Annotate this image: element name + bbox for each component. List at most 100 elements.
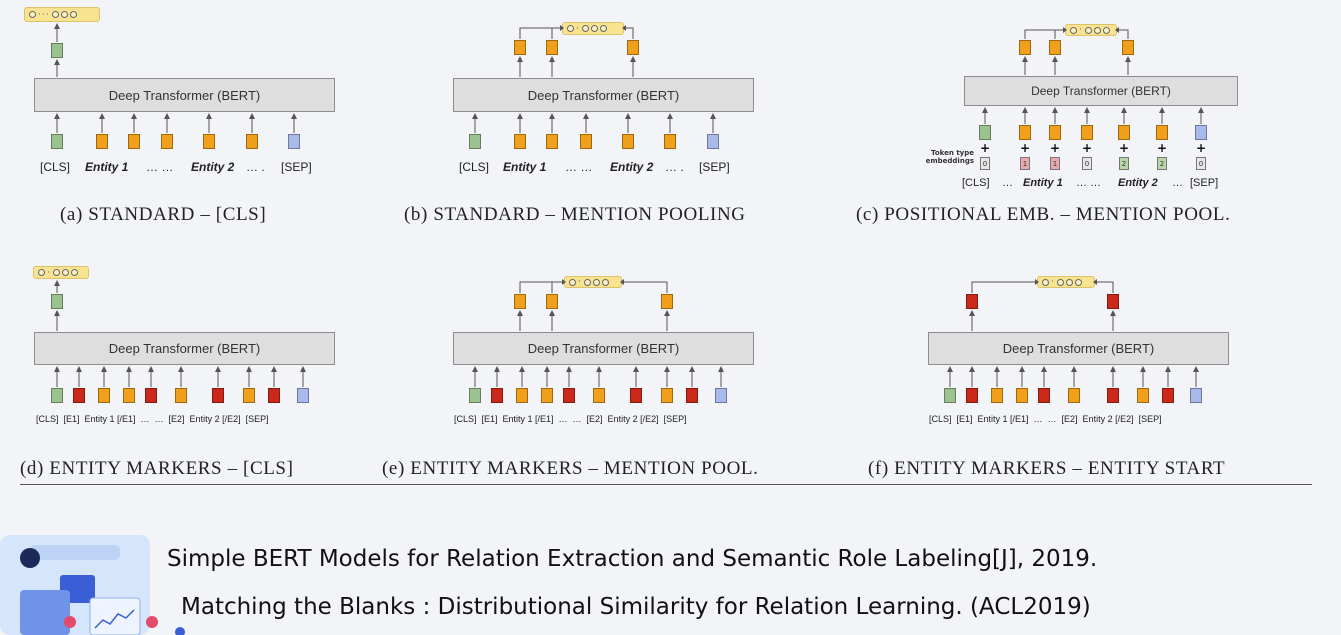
entity-token-square [98, 388, 110, 403]
plus-icon: + [1020, 141, 1031, 155]
transformer-label: Deep Transformer (BERT) [108, 341, 261, 356]
token-cls: [CLS] [962, 177, 990, 189]
entity-2-label: Entity 2 [610, 160, 654, 174]
transformer-box: Deep Transformer (BERT) [453, 78, 754, 112]
token-entity-1: Entity 1 [1023, 177, 1063, 189]
entity-token-square [1068, 388, 1080, 403]
entity-start-square [1107, 294, 1119, 309]
plus-icon: + [1082, 141, 1093, 155]
entity-token-square [128, 134, 140, 149]
marker-token-square [1107, 388, 1119, 403]
output-vector: ··· [24, 7, 100, 22]
token-sequence: [CLS] [E1] Entity 1 [/E1] … … [E2] Entit… [454, 414, 687, 424]
entity-token-square [96, 134, 108, 149]
caption-e: (e) ENTITY MARKERS – MENTION POOL. [382, 458, 758, 480]
entity-token-square [1019, 125, 1031, 140]
entity-token-square [246, 134, 258, 149]
sep-token-square [288, 134, 300, 149]
cls-output-square [51, 294, 63, 309]
marker-token-square [491, 388, 503, 403]
entity-token-square [593, 388, 605, 403]
plus-icon: + [1157, 141, 1168, 155]
token-type-label: Token type embeddings [925, 149, 974, 165]
token-entity-2: Entity 2 [610, 160, 653, 174]
token-sequence: [CLS] [E1] Entity 1 [/E1] … … [E2] Entit… [929, 414, 1162, 424]
entity-token-square [622, 134, 634, 149]
token-type-embedding: 0 [1082, 157, 1092, 170]
token-ellipsis: … . [665, 160, 684, 174]
sep-token-square [707, 134, 719, 149]
transformer-box: Deep Transformer (BERT) [34, 332, 335, 365]
caption-prefix: (c) [856, 204, 879, 225]
cls-token-square [51, 134, 63, 149]
plus-icon: + [980, 141, 991, 155]
caption-text: STANDARD – [CLS] [88, 204, 267, 225]
caption-text: ENTITY MARKERS – MENTION POOL. [410, 458, 759, 479]
token-type-embedding: 1 [1020, 157, 1030, 170]
token-sequence: [CLS] [E1] Entity 1 [/E1] … … [E2] Entit… [36, 414, 269, 424]
token-type-embedding: 0 [1196, 157, 1206, 170]
entity-token-square [123, 388, 135, 403]
caption-prefix: (d) [20, 458, 44, 479]
token-sep: [SEP] [281, 160, 312, 174]
output-vector: · [1037, 276, 1095, 288]
marker-token-square [686, 388, 698, 403]
transformer-box: Deep Transformer (BERT) [34, 78, 335, 112]
caption-prefix: (a) [60, 204, 83, 225]
entity-token-square [664, 134, 676, 149]
token-entity-1: Entity 1 [503, 160, 546, 174]
caption-prefix: (e) [382, 458, 405, 479]
cls-token-square [944, 388, 956, 403]
marker-token-square [630, 388, 642, 403]
token-type-embedding: 2 [1157, 157, 1167, 170]
entity-token-square [1081, 125, 1093, 140]
sep-token-square [1190, 388, 1202, 403]
entity-token-square [203, 134, 215, 149]
cls-token-square [979, 125, 991, 140]
transformer-label: Deep Transformer (BERT) [1031, 84, 1171, 98]
cls-output-square [51, 43, 63, 58]
marker-token-square [1162, 388, 1174, 403]
token-type-embedding: 1 [1050, 157, 1060, 170]
output-vector: · [562, 22, 624, 35]
caption-text: ENTITY MARKERS – [CLS] [49, 458, 294, 479]
pooled-entity-square [514, 294, 526, 309]
caption-d: (d) ENTITY MARKERS – [CLS] [20, 458, 294, 480]
marker-token-square [563, 388, 575, 403]
pooled-entity-square [1019, 40, 1031, 55]
marker-token-square [966, 388, 978, 403]
transformer-box: Deep Transformer (BERT) [928, 332, 1229, 365]
pooled-entity-square [627, 40, 639, 55]
entity-start-square [966, 294, 978, 309]
token-ellipsis: … [1002, 177, 1013, 189]
token-cls: [CLS] [459, 160, 490, 174]
caption-a: (a) STANDARD – [CLS] [60, 204, 266, 226]
pooled-entity-square [514, 40, 526, 55]
plus-icon: + [1050, 141, 1061, 155]
caption-text: POSITIONAL EMB. – MENTION POOL. [884, 204, 1231, 225]
sep-token-square [1195, 125, 1207, 140]
sep-token-square [297, 388, 309, 403]
entity-1-label: Entity 1 [1023, 177, 1063, 189]
token-ellipsis: … … [1076, 177, 1102, 189]
entity-token-square [541, 388, 553, 403]
token-entity-2: Entity 2 [1118, 177, 1158, 189]
entity-token-square [1118, 125, 1130, 140]
entity-token-square [661, 388, 673, 403]
entity-token-square [516, 388, 528, 403]
entity-token-square [1049, 125, 1061, 140]
caption-b: (b) STANDARD – MENTION POOLING [404, 204, 746, 226]
entity-token-square [1137, 388, 1149, 403]
caption-text: ENTITY MARKERS – ENTITY START [894, 458, 1226, 479]
entity-token-square [514, 134, 526, 149]
caption-prefix: (b) [404, 204, 428, 225]
transformer-box: Deep Transformer (BERT) [453, 332, 754, 365]
output-vector: · [564, 276, 622, 288]
token-ellipsis: … [1172, 177, 1183, 189]
token-ellipsis: … … [146, 160, 174, 174]
token-sep: [SEP] [699, 160, 730, 174]
entity-token-square [1156, 125, 1168, 140]
divider-line [20, 484, 1312, 485]
marker-token-square [268, 388, 280, 403]
